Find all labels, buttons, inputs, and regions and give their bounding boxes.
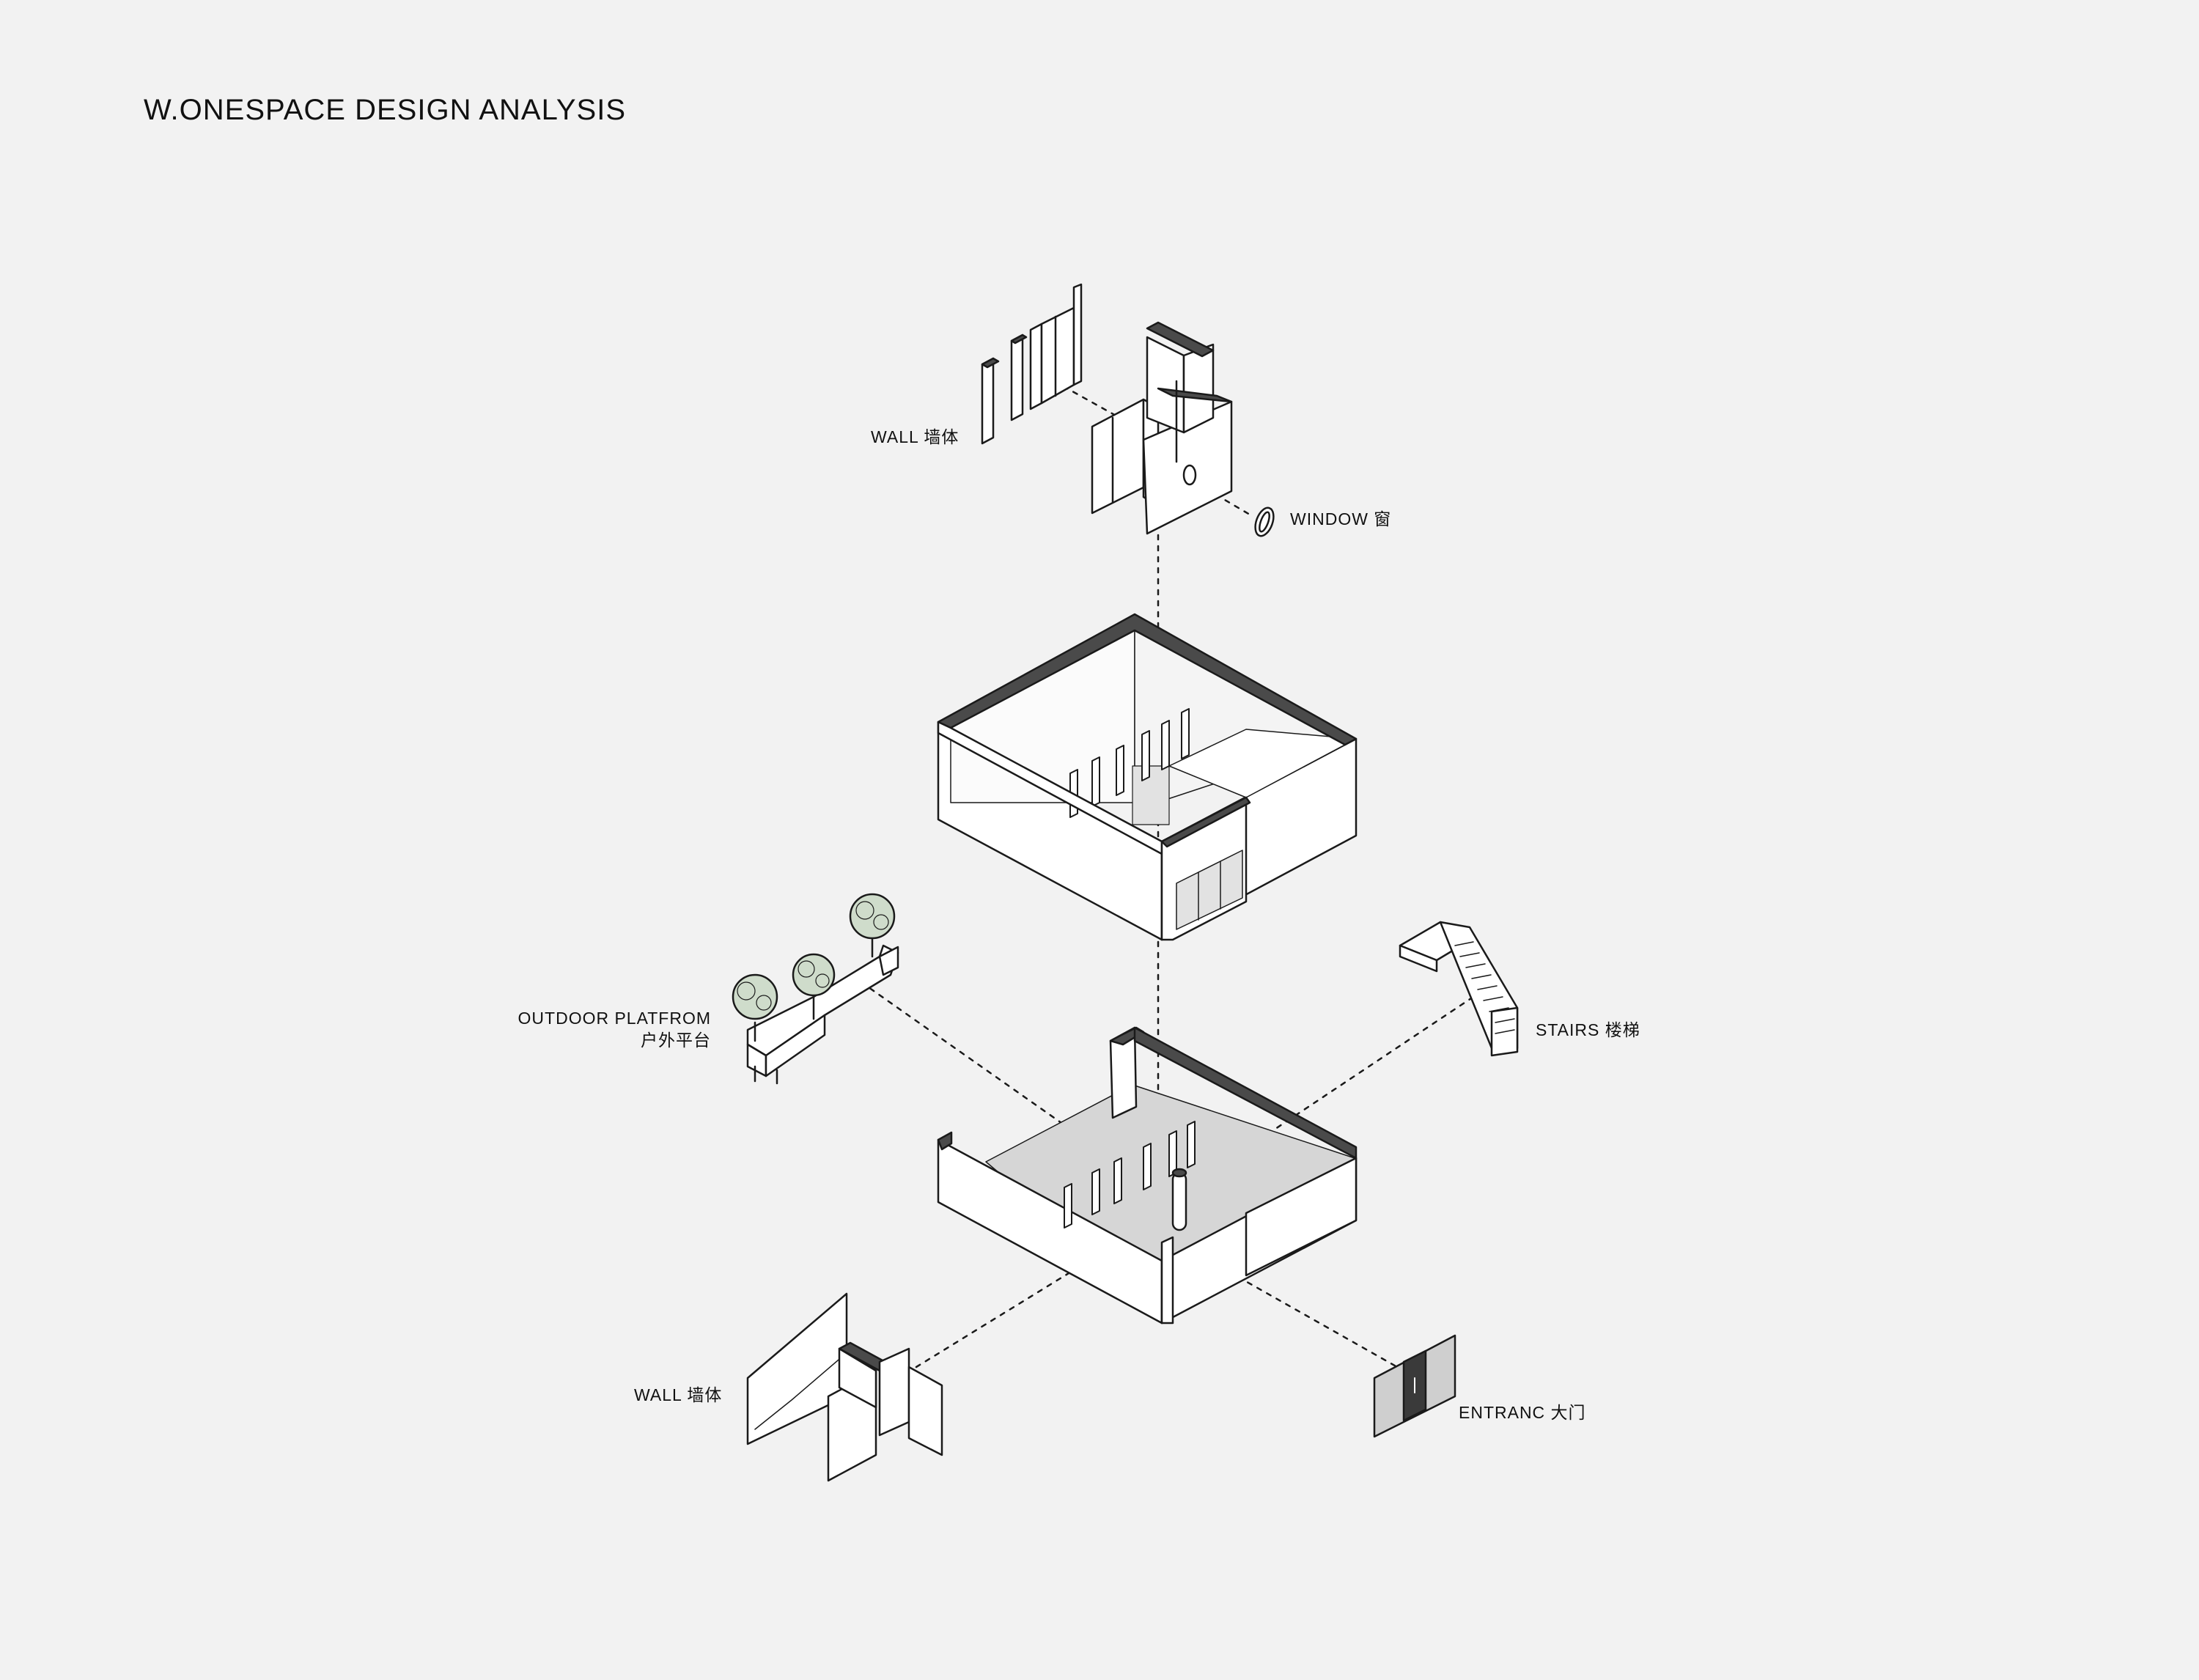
lower-entrance-wall (1245, 1157, 1358, 1277)
fold-cap (1146, 321, 1215, 358)
window-oval (1254, 506, 1275, 537)
wall-l-far (907, 1366, 943, 1456)
window-piece (1254, 506, 1275, 537)
label-wall-bottom: WALL 墙体 (634, 1385, 723, 1404)
wall-l-right (878, 1347, 910, 1437)
label-outdoor-line2: 户外平台 (641, 1031, 711, 1050)
lower-column (1171, 1171, 1187, 1231)
label-entrance: ENTRANC 大门 (1459, 1403, 1586, 1422)
label-wall-top: WALL 墙体 (871, 427, 959, 446)
wall-bottom-connector (915, 1217, 1160, 1368)
platform-step (878, 946, 899, 976)
label-outdoor-line1: OUTDOOR PLATFROM (517, 1009, 711, 1028)
wall-fin-4-side (1072, 283, 1083, 386)
tree-left (732, 973, 778, 1042)
page-title: W.ONESPACE DESIGN ANALYSIS (144, 94, 627, 126)
upper-floor-void (1132, 765, 1170, 825)
stair-treads (1454, 941, 1515, 1034)
wall-fin-1 (981, 357, 995, 445)
round-window-opening (1182, 464, 1197, 486)
lower-left-rim (937, 1131, 953, 1151)
label-window: WINDOW 窗 (1290, 509, 1392, 528)
outdoor-connector (860, 981, 1097, 1149)
wall-fin-2-edge (1010, 334, 1028, 345)
wall-pieces-bottom (746, 1292, 943, 1482)
platform-side-2 (765, 1014, 826, 1077)
tree-right (849, 893, 896, 958)
outdoor-platform (732, 893, 899, 1085)
fold-upper (1146, 336, 1185, 434)
upper-opening-rim (1160, 796, 1251, 848)
lower-interior-fins (1064, 1121, 1196, 1228)
fold-upper-right (1182, 343, 1215, 434)
label-stairs: STAIRS 楼梯 (1536, 1020, 1640, 1039)
wall-fins-top (981, 283, 1083, 445)
lower-front-pier (1160, 1236, 1174, 1325)
wall-fin-3 (1029, 323, 1043, 410)
wall-fin-1-edge (981, 357, 1000, 369)
tree-middle (792, 953, 836, 1020)
fold-front-left (1091, 398, 1145, 515)
entrance-door-piece (1373, 1334, 1456, 1438)
wall-fold-top (1091, 321, 1233, 535)
stairs-piece (1399, 921, 1519, 1057)
wall-fin-2 (1010, 334, 1024, 421)
wall-fin-4 (1040, 306, 1075, 405)
stairs-landing-side (1399, 944, 1438, 973)
upper-floor-box (937, 613, 1358, 941)
lower-floor-box (937, 1026, 1358, 1325)
label-outdoor-platform: OUTDOOR PLATFROM 户外平台 (498, 1007, 711, 1051)
wall-l-back (838, 1347, 877, 1409)
